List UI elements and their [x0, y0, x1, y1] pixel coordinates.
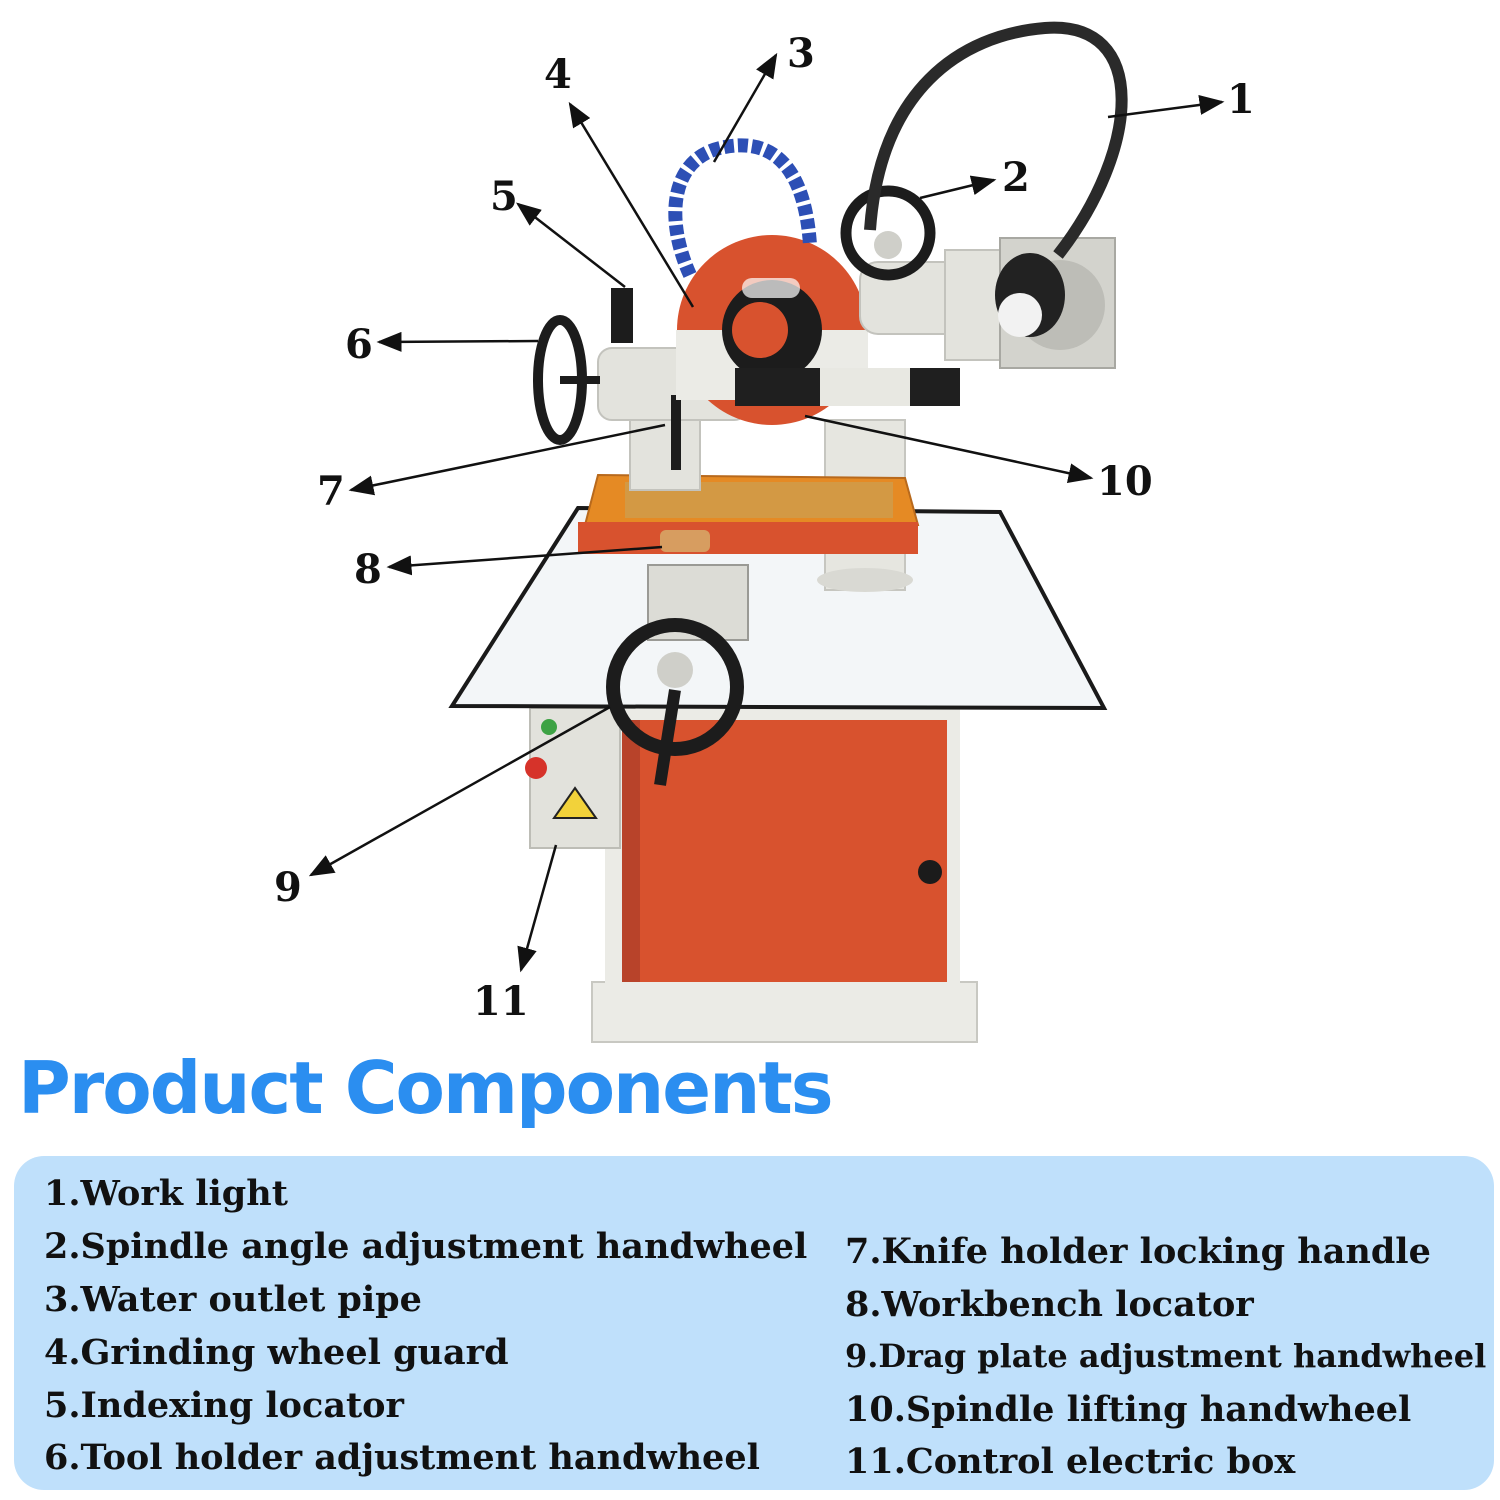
callout-arrow-5	[516, 202, 626, 288]
callout-number-2: 2	[1002, 154, 1030, 201]
component-item-7: 7.Knife holder locking handle	[845, 1231, 1431, 1272]
callout-arrow-2	[919, 175, 997, 200]
drag-plate-handwheel	[606, 618, 744, 786]
component-item-4: 4.Grinding wheel guard	[44, 1332, 509, 1373]
component-item-1: 1.Work light	[44, 1173, 288, 1214]
door-knob	[918, 860, 942, 884]
callout-arrow-8	[386, 545, 663, 576]
callout-arrow-11	[517, 844, 558, 973]
machine-diagram	[308, 21, 1225, 1043]
callout-arrow-9	[308, 705, 611, 877]
callout-number-7: 7	[317, 468, 345, 515]
hazard-sticker	[552, 786, 598, 819]
indexing-locator	[611, 288, 633, 343]
callout-arrow-10	[804, 414, 1094, 484]
page-title: Product Components	[18, 1046, 834, 1130]
component-item-6: 6.Tool holder adjustment handwheel	[44, 1437, 760, 1478]
component-item-10: 10.Spindle lifting handwheel	[845, 1389, 1412, 1430]
callout-arrow-6	[376, 331, 539, 352]
callout-number-6: 6	[345, 321, 373, 368]
callout-number-1: 1	[1227, 76, 1255, 123]
callout-number-4: 4	[544, 51, 572, 98]
workbench-locator	[660, 530, 710, 552]
work-light	[864, 21, 1128, 337]
component-item-2: 2.Spindle angle adjustment handwheel	[44, 1226, 808, 1267]
callout-arrow-1	[1107, 95, 1225, 119]
component-item-9: 9.Drag plate adjustment handwheel	[845, 1337, 1487, 1375]
callout-arrow-4	[568, 101, 695, 308]
callout-number-3: 3	[787, 30, 815, 77]
callout-number-9: 9	[274, 864, 302, 911]
water-outlet-pipe	[668, 138, 817, 278]
component-item-3: 3.Water outlet pipe	[44, 1279, 422, 1320]
callout-number-8: 8	[354, 546, 382, 593]
components-panel: 1.Work light 2.Spindle angle adjustment …	[14, 1156, 1494, 1490]
callout-arrow-7	[348, 423, 666, 496]
callout-number-11: 11	[473, 978, 529, 1025]
grinding-machine-illustration	[448, 21, 1128, 1043]
tool-holder-handwheel	[533, 315, 600, 445]
component-item-5: 5.Indexing locator	[44, 1385, 404, 1426]
component-item-11: 11.Control electric box	[845, 1441, 1296, 1482]
callout-number-5: 5	[490, 173, 518, 220]
callout-arrows	[308, 52, 1225, 973]
callout-number-10: 10	[1097, 458, 1153, 505]
callout-arrow-3	[712, 52, 778, 163]
component-item-8: 8.Workbench locator	[845, 1284, 1254, 1325]
spindle-angle-handwheel	[840, 185, 936, 281]
cabinet-red-door	[622, 720, 947, 982]
